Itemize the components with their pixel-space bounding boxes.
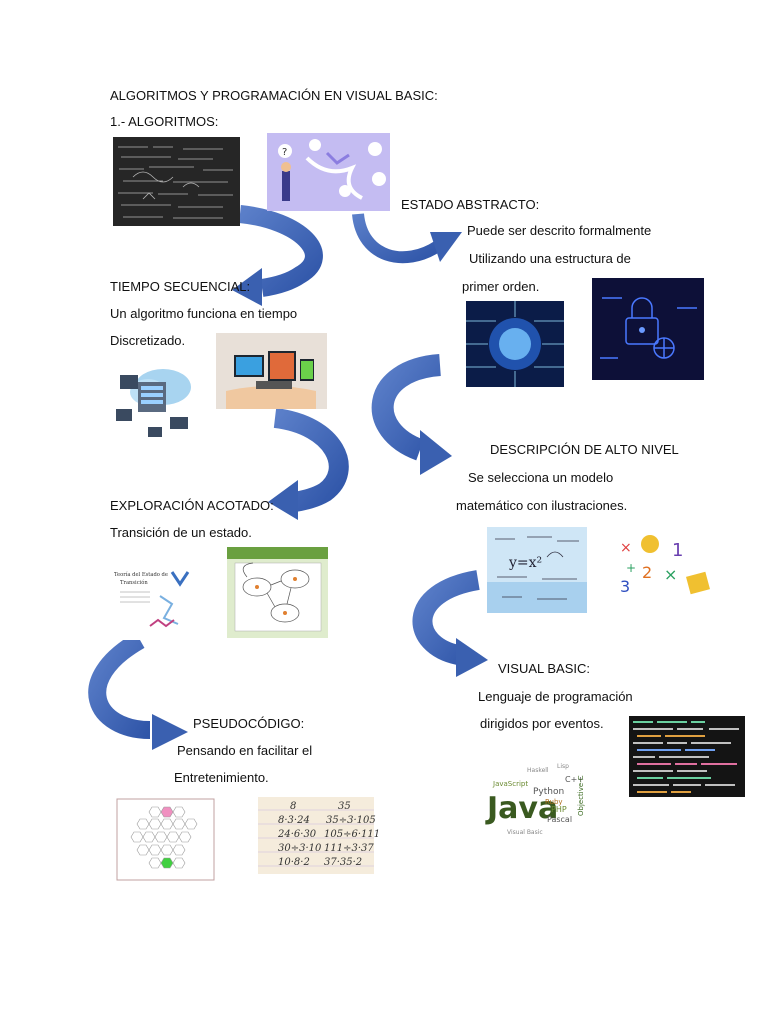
teoria-line-2: Transición <box>120 579 148 586</box>
tiempo-secuencial-line-2: Discretizado. <box>110 333 186 348</box>
svg-text:2: 2 <box>642 563 652 582</box>
alto-nivel-line-2: matemático con ilustraciones. <box>456 498 628 513</box>
svg-text:3: 3 <box>620 577 630 596</box>
notebook-r4-b: 37·35·2 <box>324 857 362 868</box>
estado-abstracto-heading: ESTADO ABSTRACTO: <box>401 197 540 212</box>
visual-basic-heading: VISUAL BASIC: <box>498 661 590 676</box>
notebook-r3-a: 30÷3·10 <box>278 843 322 854</box>
exploracion-line-1: Transición de un estado. <box>110 525 252 540</box>
algoritmos-heading: 1.- ALGORITMOS: <box>110 114 219 129</box>
svg-text:?: ? <box>282 147 287 158</box>
notebook-arithmetic-image: 8 35 8·3·24 35÷3·105 24·6·30 105÷6·111 3… <box>258 797 380 874</box>
document-title: ALGORITMOS Y PROGRAMACIÓN EN VISUAL BASI… <box>110 88 438 103</box>
exploracion-heading: EXPLORACIÓN ACOTADO: <box>110 498 274 513</box>
alto-nivel-line-1: Se selecciona un modelo <box>468 470 614 485</box>
svg-text:×: × <box>620 540 632 556</box>
algorithm-illustration-image: ? <box>267 133 390 211</box>
notebook-r1-a: 8·3·24 <box>278 815 310 826</box>
notebook-r3-b: 111÷3·37 <box>324 843 374 854</box>
visual-basic-line-1: Lenguaje de programación <box>478 689 633 704</box>
lang-1: Python <box>533 787 564 797</box>
notebook-r2-b: 105÷6·111 <box>324 829 380 840</box>
code-screen-image <box>629 716 745 797</box>
estado-abstracto-line-2: Utilizando una estructura de <box>469 251 631 266</box>
arrow-to-estado <box>352 213 462 264</box>
notebook-r4-a: 10·8·2 <box>278 857 310 868</box>
languages-word-cloud-image: Java JavaScript Python Ruby Pascal PHP C… <box>485 752 602 840</box>
transition-theory-image: Teoría del Estado de Transición <box>110 566 196 640</box>
lang-3: Pascal <box>547 815 572 824</box>
devices-image <box>216 333 327 409</box>
brain-circuit-image <box>466 301 564 387</box>
arrow-to-visual-basic <box>412 570 488 677</box>
math-symbols-image: × 1 2 × 3 + <box>614 528 718 610</box>
visual-basic-line-2: dirigidos por eventos. <box>480 716 604 731</box>
lang-5: C++ <box>565 775 584 784</box>
teoria-line-1: Teoría del Estado de <box>114 571 168 578</box>
svg-text:1: 1 <box>672 540 683 561</box>
math-equations-image: y=x² <box>487 527 587 613</box>
estado-abstracto-line-1: Puede ser descrito formalmente <box>467 223 652 238</box>
tiempo-secuencial-heading: TIEMPO SECUENCIAL: <box>110 279 251 294</box>
state-diagram-image <box>227 547 328 638</box>
lang-6: Objective-C <box>577 775 585 816</box>
notebook-r0-b: 35 <box>338 801 351 812</box>
math-equation-text: y=x² <box>508 555 542 571</box>
lang-4: PHP <box>551 805 567 814</box>
cloud-servers-image <box>108 357 200 445</box>
lang-8: Lisp <box>557 763 569 770</box>
lang-7: Haskell <box>527 767 549 774</box>
svg-text:+: + <box>626 561 636 575</box>
estado-abstracto-line-3: primer orden. <box>462 279 540 294</box>
arrow-to-exploracion <box>268 408 349 520</box>
tiempo-secuencial-line-1: Un algoritmo funciona en tiempo <box>110 306 298 321</box>
lang-9: Visual Basic <box>507 829 543 836</box>
pseudocodigo-line-2: Entretenimiento. <box>174 770 269 785</box>
svg-text:×: × <box>664 565 677 584</box>
lang-2: Ruby <box>545 798 563 806</box>
chalkboard-image <box>113 137 240 226</box>
notebook-r0-a: 8 <box>290 801 296 812</box>
arrow-to-pseudocodigo <box>88 632 188 750</box>
pseudocodigo-line-1: Pensando en facilitar el <box>177 743 313 758</box>
arrow-to-tiempo <box>232 205 323 306</box>
notebook-r2-a: 24·6·30 <box>277 829 317 840</box>
notebook-r1-b: 35÷3·105 <box>326 815 376 826</box>
pseudocodigo-heading: PSEUDOCÓDIGO: <box>193 716 305 731</box>
arrow-to-alto-nivel <box>371 354 452 475</box>
java-word: Java <box>485 791 558 826</box>
security-padlock-image <box>592 278 704 380</box>
hexagon-puzzle-image <box>116 798 215 881</box>
lang-0: JavaScript <box>492 780 528 788</box>
alto-nivel-heading: DESCRIPCIÓN DE ALTO NIVEL <box>490 442 679 457</box>
